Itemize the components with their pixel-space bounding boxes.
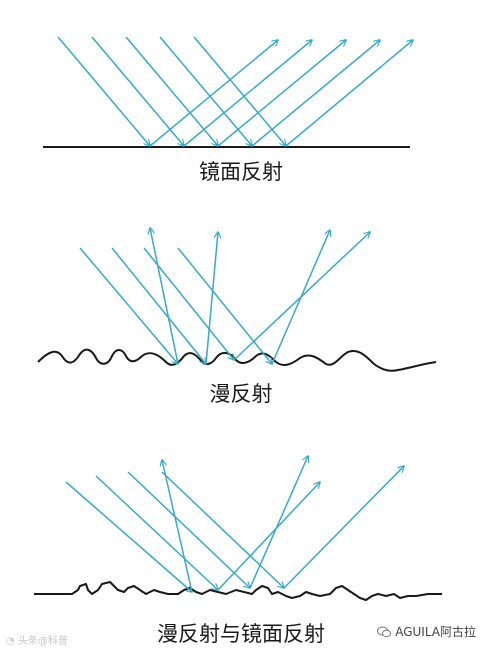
weibo-icon: ◔ — [6, 636, 15, 647]
wechat-icon — [377, 626, 392, 637]
incident-rays — [65, 471, 284, 592]
incident-ray — [111, 247, 206, 364]
reflected-ray — [183, 40, 312, 147]
reflected-ray — [149, 40, 278, 147]
reflected-ray — [285, 40, 413, 147]
reflected-ray — [162, 460, 193, 593]
reflected-ray — [283, 466, 404, 589]
mixed-panel — [34, 456, 442, 601]
reflected-rays — [162, 456, 404, 593]
reflected-rays — [150, 228, 370, 365]
incident-ray — [159, 36, 252, 146]
incident-ray — [65, 481, 192, 592]
reflected-ray — [150, 228, 179, 365]
incident-rays — [57, 36, 286, 146]
caption-specular-reflection: 镜面反射 — [199, 160, 283, 184]
reflected-ray — [205, 232, 218, 365]
watermark-left: ◔ 头条@科普 — [6, 632, 68, 647]
incident-ray — [161, 471, 284, 588]
caption-mixed-reflection: 漫反射与镜面反射 — [157, 622, 325, 646]
incident-ray — [177, 247, 272, 364]
rough-surface — [34, 581, 442, 601]
reflected-ray — [217, 40, 346, 147]
incident-ray — [95, 475, 218, 590]
incident-ray — [127, 471, 250, 588]
incident-ray — [57, 36, 150, 146]
caption-diffuse-reflection: 漫反射 — [209, 382, 273, 406]
incident-ray — [193, 36, 286, 146]
incident-ray — [125, 36, 218, 146]
watermark-right-text: AGUILA阿古拉 — [395, 625, 476, 639]
reflected-ray — [249, 456, 308, 589]
watermark-right: AGUILA阿古拉 — [377, 623, 476, 640]
wavy-surface — [37, 348, 437, 372]
incident-ray — [91, 36, 184, 146]
reflected-ray — [217, 482, 320, 591]
watermark-left-text: 头条@科普 — [17, 636, 68, 647]
incident-rays — [79, 247, 272, 364]
incident-ray — [143, 247, 234, 360]
reflected-ray — [251, 40, 380, 147]
incident-ray — [79, 247, 178, 364]
specular-panel — [43, 36, 413, 148]
diffuse-panel — [37, 228, 437, 372]
reflected-ray — [271, 230, 330, 365]
reflected-rays — [149, 40, 413, 147]
